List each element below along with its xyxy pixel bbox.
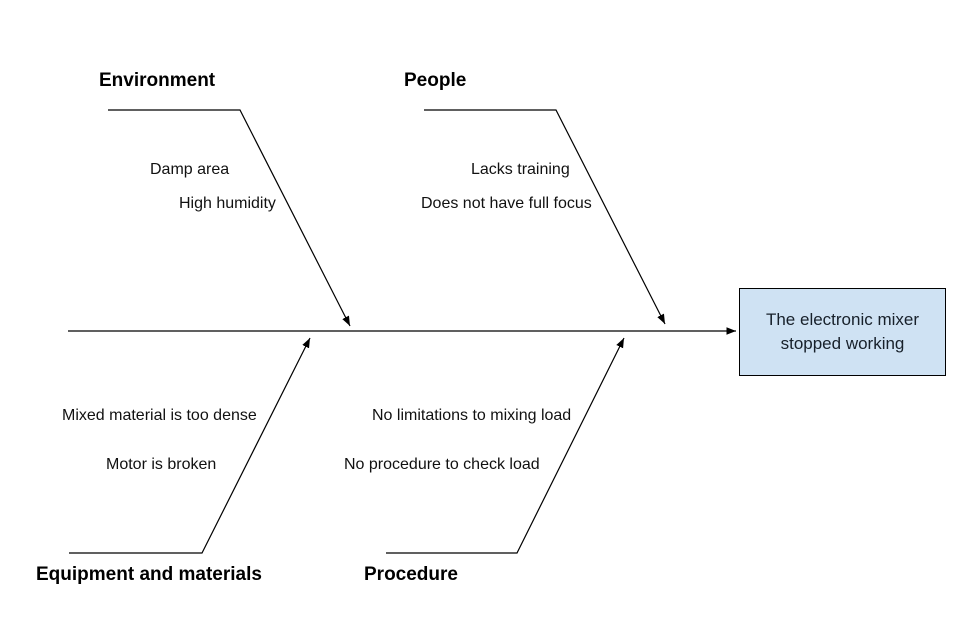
category-label-procedure: Procedure	[364, 564, 458, 585]
branch-procedure-arrow	[386, 337, 625, 554]
cause-no-limitations-mixing-load: No limitations to mixing load	[372, 407, 572, 424]
category-label-environment: Environment	[99, 70, 216, 91]
cause-motor-is-broken: Motor is broken	[106, 456, 217, 473]
cause-no-procedure-check-load: No procedure to check load	[344, 456, 540, 473]
branch-people-arrow	[424, 109, 666, 325]
cause-mixed-material-too-dense: Mixed material is too dense	[62, 407, 257, 424]
category-label-equipment-and-materials: Equipment and materials	[36, 564, 262, 585]
cause-damp-area: Damp area	[150, 161, 230, 178]
cause-lacks-training: Lacks training	[471, 161, 570, 178]
effect-text-line-1: The electronic mixer	[765, 310, 920, 329]
effect-text-line-2: stopped working	[780, 334, 905, 353]
branch-equipment-arrow	[69, 337, 311, 554]
branch-environment-arrow	[108, 109, 351, 327]
cause-does-not-have-full-focus: Does not have full focus	[421, 195, 592, 212]
effect-box: The electronic mixer stopped working	[739, 288, 946, 376]
category-label-people: People	[404, 70, 467, 91]
cause-high-humidity: High humidity	[179, 195, 276, 212]
